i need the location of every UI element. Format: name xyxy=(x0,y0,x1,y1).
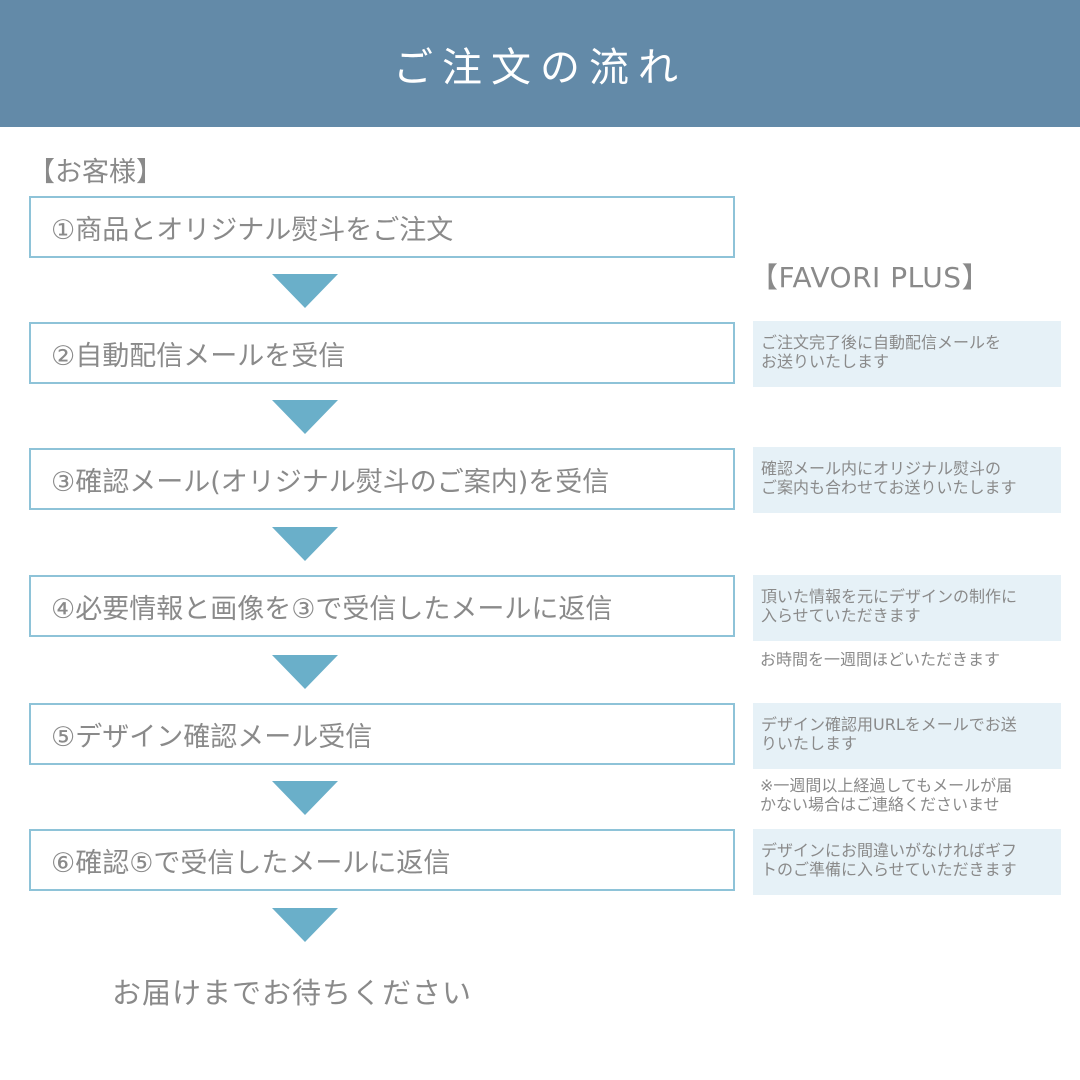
flow-arrow-5 xyxy=(272,781,338,815)
flow-arrow-1 xyxy=(272,274,338,308)
note-6-line-2: トのご準備に入らせていただきます xyxy=(761,860,1017,879)
note-3-line-2: ご案内も合わせてお送りいたします xyxy=(761,478,1017,497)
flow-arrow-2 xyxy=(272,400,338,434)
note-4: 頂いた情報を元にデザインの制作に 入らせていただきます xyxy=(753,575,1061,641)
note-5-extra-line-2: かない場合はご連絡くださいませ xyxy=(760,795,1000,814)
step-5-label: ⑤デザイン確認メール受信 xyxy=(51,721,373,753)
note-5-line-1: デザイン確認用URLをメールでお送 xyxy=(761,715,1017,734)
step-5-box: ⑤デザイン確認メール受信 xyxy=(29,703,735,765)
note-5-line-2: りいたします xyxy=(761,734,858,753)
final-message: お届けまでお待ちください xyxy=(112,976,473,1010)
step-4-box: ④必要情報と画像を③で受信したメールに返信 xyxy=(29,575,735,637)
flow-arrow-6 xyxy=(272,908,338,942)
note-5: デザイン確認用URLをメールでお送 りいたします xyxy=(753,703,1061,769)
note-2-line-2: お送りいたします xyxy=(761,352,890,371)
customer-column-label: 【お客様】 xyxy=(28,157,163,188)
step-3-label: ③確認メール(オリジナル熨斗のご案内)を受信 xyxy=(51,466,610,498)
step-6-label: ⑥確認⑤で受信したメールに返信 xyxy=(51,847,451,879)
note-2: ご注文完了後に自動配信メールを お送りいたします xyxy=(753,321,1061,387)
page-title: ご注文の流れ xyxy=(393,44,687,91)
note-3: 確認メール内にオリジナル熨斗の ご案内も合わせてお送りいたします xyxy=(753,447,1061,513)
note-2-line-1: ご注文完了後に自動配信メールを xyxy=(761,333,1002,352)
note-5-extra: ※一週間以上経過してもメールが届 かない場合はご連絡くださいませ xyxy=(760,776,1012,814)
step-3-box: ③確認メール(オリジナル熨斗のご案内)を受信 xyxy=(29,448,735,510)
header-banner: ご注文の流れ xyxy=(0,0,1080,127)
note-4-line-2: 入らせていただきます xyxy=(761,606,921,625)
step-6-box: ⑥確認⑤で受信したメールに返信 xyxy=(29,829,735,891)
step-1-label: ①商品とオリジナル熨斗をご注文 xyxy=(51,214,454,246)
note-3-line-1: 確認メール内にオリジナル熨斗の xyxy=(761,459,1002,478)
step-1-box: ①商品とオリジナル熨斗をご注文 xyxy=(29,196,735,258)
note-6: デザインにお間違いがなければギフ トのご準備に入らせていただきます xyxy=(753,829,1061,895)
note-6-line-1: デザインにお間違いがなければギフ xyxy=(761,841,1018,860)
note-4-line-1: 頂いた情報を元にデザインの制作に xyxy=(761,587,1018,606)
shop-column-label: 【FAVORI PLUS】 xyxy=(750,261,991,294)
flow-arrow-3 xyxy=(272,527,338,561)
note-5-extra-line-1: ※一週間以上経過してもメールが届 xyxy=(760,776,1013,795)
step-4-label: ④必要情報と画像を③で受信したメールに返信 xyxy=(51,593,613,625)
note-4-extra-line-1: お時間を一週間ほどいただきます xyxy=(760,650,1001,669)
step-2-label: ②自動配信メールを受信 xyxy=(51,340,346,372)
flow-arrow-4 xyxy=(272,655,338,689)
step-2-box: ②自動配信メールを受信 xyxy=(29,322,735,384)
note-4-extra: お時間を一週間ほどいただきます xyxy=(760,650,1000,669)
